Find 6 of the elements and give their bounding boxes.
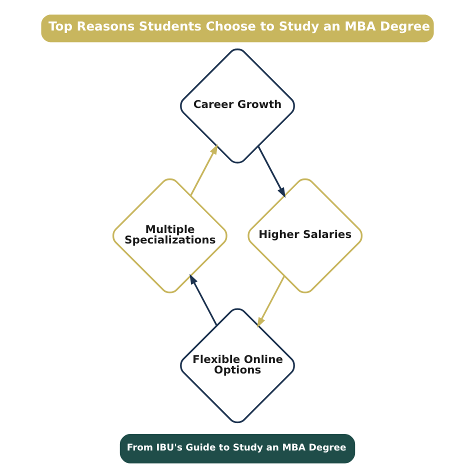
arrow (257, 146, 286, 198)
arrow (189, 274, 217, 326)
arrow (256, 276, 285, 328)
diagram-title: Top Reasons Students Choose to Study an MBA Degree (48, 20, 430, 34)
caption: From IBU's Guide to Study an MBA Degree (126, 442, 346, 454)
arrow (189, 144, 218, 196)
